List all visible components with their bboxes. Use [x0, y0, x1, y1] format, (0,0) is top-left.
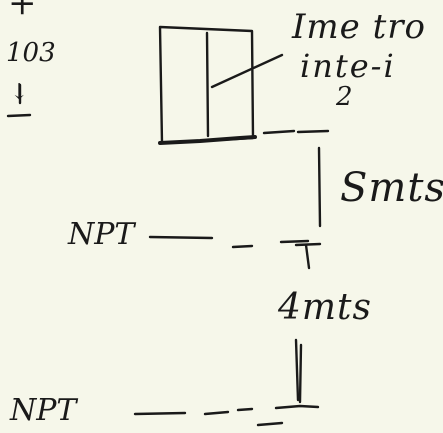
margin-arrow: ↓ [10, 80, 29, 105]
callout-leader [210, 53, 284, 89]
margin-number: 103 [6, 38, 56, 68]
building-inner-line [205, 31, 210, 138]
lower-level-label: NPT [10, 393, 77, 428]
upper-level-label: NPT [68, 217, 135, 252]
margin-plus-mark: + [8, 0, 37, 23]
base-dash-1 [262, 129, 296, 135]
upper-distance-label: Smts [340, 165, 443, 211]
lower-measure-line-2 [298, 343, 303, 404]
base-dash-2 [296, 129, 330, 134]
lower-level-line [133, 411, 187, 416]
lower-level-dash-2 [236, 407, 254, 412]
margin-underline [6, 113, 32, 118]
lower-measure-base [274, 404, 320, 410]
lower-distance-label: 4mts [278, 287, 372, 328]
callout-text-line2: inte-i [300, 47, 396, 85]
upper-tick-stem [304, 243, 311, 270]
upper-measure-line [317, 146, 322, 228]
upper-level-dash-2 [279, 239, 310, 244]
upper-tick-top [294, 242, 322, 247]
upper-level-dash-1 [231, 244, 254, 249]
lower-level-dash-1 [203, 410, 230, 416]
callout-text-line1: Ime tro [292, 7, 426, 47]
lower-measure-line [294, 338, 300, 402]
lower-level-dash-3 [256, 421, 284, 427]
building-base [158, 135, 257, 145]
upper-level-line [148, 235, 214, 240]
callout-text-line3: 2 [336, 82, 353, 112]
